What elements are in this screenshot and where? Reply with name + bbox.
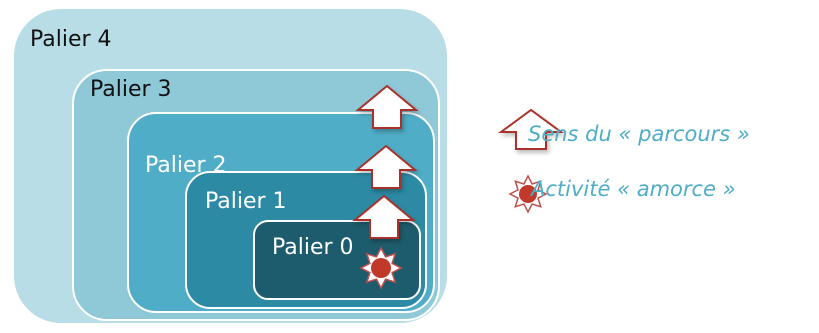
legend-direction-item: Sens du « parcours » [497,108,750,150]
up-arrow-icon [354,144,418,189]
legend-direction-label: Sens du « parcours » [528,122,750,146]
legend-starter-item: Activité « amorce » [508,174,736,214]
palier-4-label: Palier 4 [30,27,112,52]
palier-0-label: Palier 0 [272,235,354,260]
burst-icon [359,246,403,290]
palier-2-label: Palier 2 [145,153,227,178]
direction-arrows [352,84,419,239]
legend: Sens du « parcours » Activité « amorce » [497,108,750,214]
level-labels: Palier 4 Palier 3 Palier 2 Palier 1 Pali… [30,27,354,260]
palier-1-label: Palier 1 [205,189,287,214]
up-arrow-icon [355,84,419,129]
legend-starter-label: Activité « amorce » [529,177,736,201]
palier-3-label: Palier 3 [90,77,172,102]
up-arrow-icon [352,194,416,239]
up-arrow-icon [497,108,565,150]
burst-icon [508,174,548,214]
